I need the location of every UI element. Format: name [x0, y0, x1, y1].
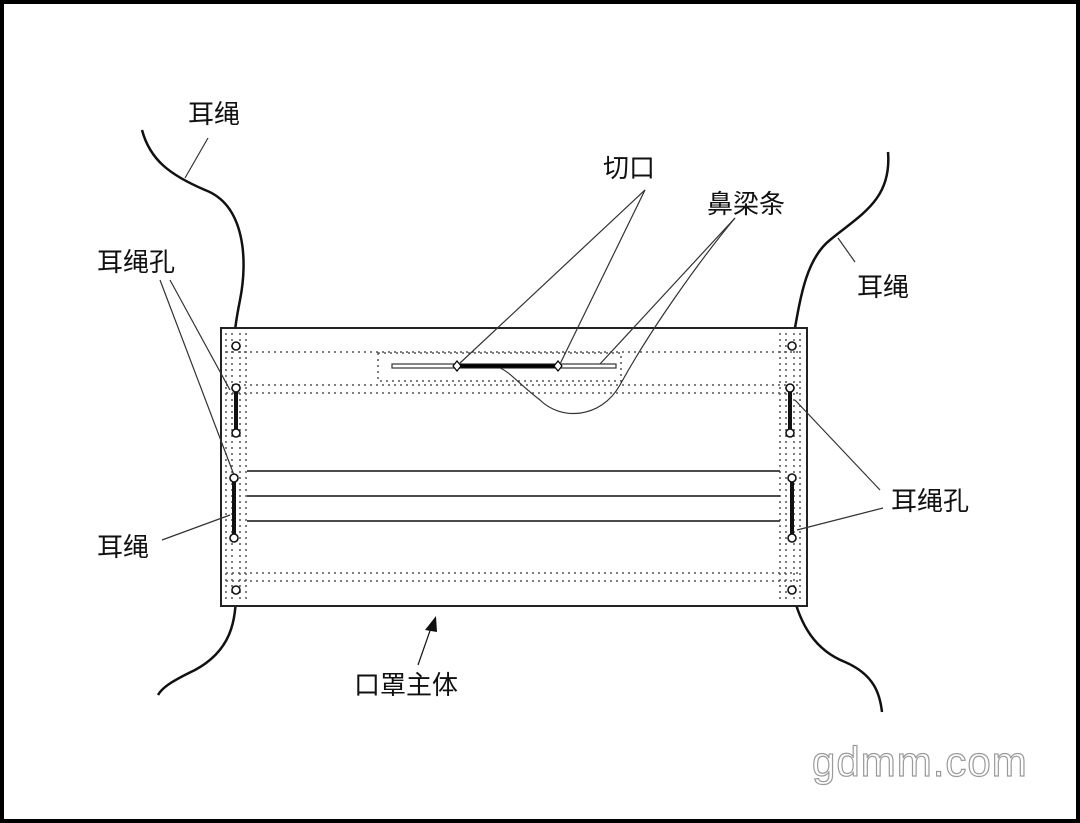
label-ear-rope-top-left: 耳绳 [188, 100, 240, 130]
dotted-seams [225, 333, 802, 601]
label-ear-rope-top-right: 耳绳 [857, 273, 909, 303]
label-ear-rope-left: 耳绳 [97, 533, 149, 563]
leader-lines [159, 137, 884, 541]
ear-rope-holes [229, 341, 797, 595]
label-mask-body: 口罩主体 [354, 671, 458, 701]
ear-rope-top-right [790, 151, 890, 346]
label-nose-bridge: 鼻梁条 [707, 190, 785, 220]
ear-rope-bottom-right [790, 589, 884, 713]
watermark: gdmm.com [812, 738, 1028, 785]
label-ear-rope-hole-right: 耳绳孔 [891, 487, 969, 517]
arrow-head [425, 616, 437, 632]
label-ear-rope-hole-left: 耳绳孔 [97, 248, 175, 278]
arrow-shaft [417, 624, 433, 666]
label-cut: 切口 [603, 154, 655, 184]
ear-rope-top-left [140, 129, 245, 346]
pleat-lines [247, 470, 780, 522]
ear-rope-bottom-left [156, 589, 238, 696]
inner-ear-rope-segments [232, 388, 794, 538]
mask-body [220, 327, 808, 607]
